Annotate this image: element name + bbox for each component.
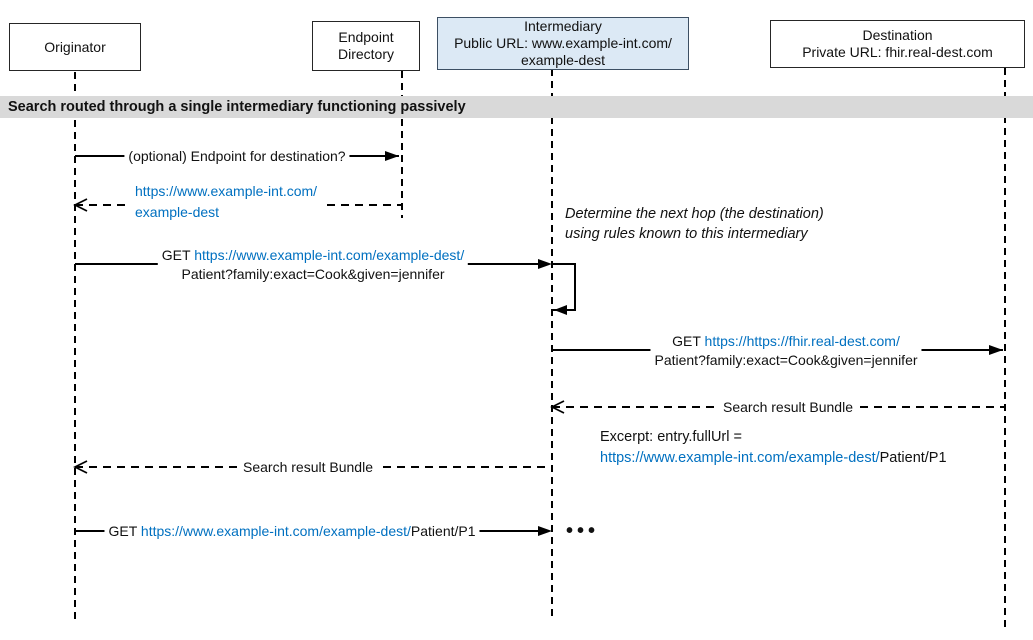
section-banner: Search routed through a single intermedi…	[0, 96, 1033, 118]
participant-destination: Destination Private URL: fhir.real-dest.…	[770, 20, 1025, 68]
intermediary-lifeline	[551, 69, 553, 620]
search-to-intermediary-query-line: Patient?family:exact=Cook&given=jennifer	[181, 266, 445, 282]
message-bundle-to-originator-label: Search result Bundle	[239, 458, 377, 477]
filled-arrowhead-right-icon	[385, 151, 399, 161]
intermediary-note-line2: using rules known to this intermediary	[565, 226, 808, 242]
participant-endpoint-directory-label-line2: Directory	[337, 46, 394, 62]
request-url: https://www.example-int.com/example-dest…	[194, 247, 465, 263]
endpoint-reply-url-line1: https://www.example-int.com/	[135, 183, 318, 199]
message-endpoint-query-label: (optional) Endpoint for destination?	[124, 147, 350, 166]
destination-lifeline	[1004, 68, 1006, 630]
message-search-to-intermediary-label: GET https://www.example-int.com/example-…	[157, 246, 469, 284]
search-to-destination-request-line: GET https://https://fhir.real-dest.com/	[654, 332, 917, 351]
participant-endpoint-directory: Endpoint Directory	[312, 21, 420, 71]
bundle-excerpt-line1: Excerpt: entry.fullUrl =	[600, 429, 742, 445]
filled-arrowhead-right-icon	[538, 526, 552, 536]
request-url: https://https://fhir.real-dest.com/	[704, 333, 900, 349]
participant-originator-label: Originator	[44, 38, 106, 55]
originator-lifeline	[74, 72, 76, 620]
search-to-destination-query-line: Patient?family:exact=Cook&given=jennifer	[654, 352, 918, 368]
endpoint-directory-lifeline	[401, 71, 403, 218]
filled-arrowhead-right-icon	[989, 345, 1003, 355]
excerpt-url: https://www.example-int.com/example-dest…	[600, 450, 880, 466]
http-method: GET	[161, 247, 195, 263]
excerpt-suffix: Patient/P1	[879, 450, 947, 466]
intermediary-note-line1: Determine the next hop (the destination)	[565, 206, 824, 222]
participant-intermediary-label-line3: example-dest	[520, 52, 606, 68]
bundle-excerpt-line2: https://www.example-int.com/example-dest…	[600, 448, 947, 469]
continuation-ellipsis: •••	[566, 520, 600, 542]
message-search-to-destination-label: GET https://https://fhir.real-dest.com/ …	[650, 332, 922, 370]
participant-intermediary: Intermediary Public URL: www.example-int…	[437, 17, 689, 70]
search-to-intermediary-request-line: GET https://www.example-int.com/example-…	[162, 246, 464, 265]
bundle-excerpt: Excerpt: entry.fullUrl = https://www.exa…	[600, 427, 947, 469]
participant-intermediary-label-line2: Public URL: www.example-int.com/	[454, 35, 672, 51]
participant-destination-label-line2: Private URL: fhir.real-dest.com	[802, 44, 993, 60]
filled-arrowhead-right-icon	[538, 259, 552, 269]
request-url: https://www.example-int.com/example-dest…	[140, 523, 411, 539]
message-get-patient-label: GET https://www.example-int.com/example-…	[104, 522, 480, 541]
intermediary-note: Determine the next hop (the destination)…	[565, 204, 824, 244]
open-arrowhead-left-icon	[73, 198, 88, 212]
message-bundle-to-intermediary-label: Search result Bundle	[719, 398, 857, 417]
participant-destination-label-line1: Destination	[862, 27, 933, 43]
message-endpoint-reply-label: https://www.example-int.com/ example-des…	[131, 181, 322, 223]
participant-originator: Originator	[9, 23, 141, 71]
http-method: GET	[108, 523, 141, 539]
request-suffix: Patient/P1	[410, 523, 476, 539]
participant-endpoint-directory-label-line1: Endpoint	[338, 29, 394, 45]
participant-intermediary-label-line1: Intermediary	[524, 18, 602, 34]
open-arrowhead-left-icon	[73, 460, 88, 474]
intermediary-self-loop	[552, 263, 576, 311]
endpoint-reply-url-line2: example-dest	[135, 204, 220, 220]
http-method: GET	[672, 333, 705, 349]
open-arrowhead-left-icon	[550, 400, 565, 414]
filled-arrowhead-left-icon	[554, 305, 567, 315]
